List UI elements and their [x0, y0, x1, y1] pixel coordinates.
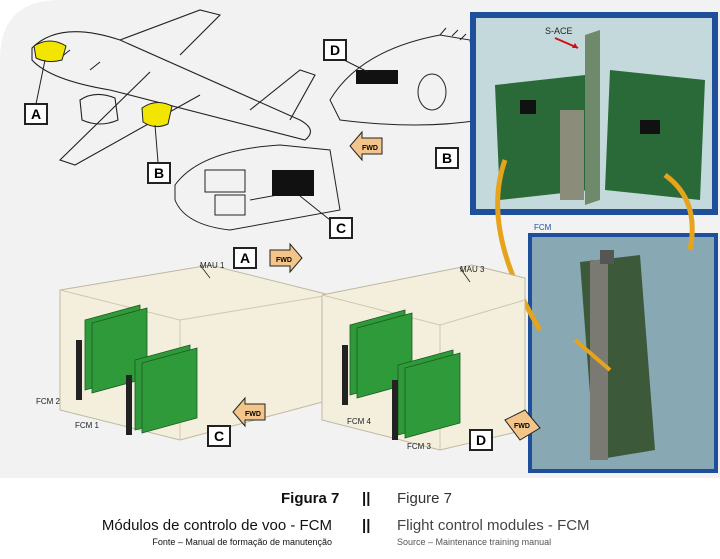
cockpit-highlight: [33, 40, 67, 63]
caption-source-pt: Fonte – Manual de formação de manutenção: [152, 537, 332, 547]
svg-text:C: C: [214, 428, 224, 444]
callout-b-mid: B: [435, 147, 459, 169]
figure-number-en: Figure 7: [397, 490, 453, 507]
callout-b-left: B: [147, 162, 171, 184]
svg-text:FCM 3: FCM 3: [407, 442, 432, 451]
callout-d-top: D: [323, 39, 347, 61]
svg-text:MAU 1: MAU 1: [200, 261, 225, 270]
svg-text:B: B: [442, 150, 452, 166]
caption-title-en: Flight control modules - FCM: [397, 517, 590, 534]
fcm-photo: FCM: [528, 223, 718, 473]
callout-a-mid: A: [233, 247, 257, 269]
caption-source-en: Source – Maintenance training manual: [397, 537, 552, 547]
svg-text:B: B: [154, 165, 164, 181]
svg-text:A: A: [31, 106, 41, 122]
svg-text:C: C: [336, 220, 346, 236]
svg-text:FCM: FCM: [534, 223, 552, 232]
callout-c-bottom: C: [207, 425, 231, 447]
callout-c-top: C: [329, 217, 353, 239]
svg-text:FCM 4: FCM 4: [347, 417, 372, 426]
mau1-rack: MAU 1 FCM 2 FCM 1: [36, 261, 331, 441]
svg-text:FWD: FWD: [276, 257, 292, 264]
svg-text:D: D: [330, 42, 340, 58]
svg-text:FCM 1: FCM 1: [75, 421, 100, 430]
svg-text:A: A: [240, 250, 250, 266]
figure-number-pt: Figura 7: [281, 490, 340, 507]
callout-a-top: A: [24, 103, 48, 125]
callout-d-bottom: D: [469, 429, 493, 451]
caption-separator: ||: [362, 517, 371, 534]
svg-text:FWD: FWD: [245, 411, 261, 418]
caption-separator: ||: [362, 490, 371, 507]
svg-text:FWD: FWD: [514, 423, 530, 430]
curved-arrow-left: [495, 159, 543, 332]
figure-illustration: A B C A FWD D FWD B: [0, 0, 720, 478]
aircraft-drawing: [31, 9, 316, 166]
fwd-arrow-4: FWD: [504, 409, 541, 441]
avionics-bay-highlight: [141, 102, 173, 128]
mau3-rack: MAU 3 FCM 4 FCM 3: [321, 264, 526, 451]
curved-arrow-right: [663, 172, 695, 251]
svg-text:D: D: [476, 432, 486, 448]
nose-fcm-unit: [356, 70, 398, 84]
svg-text:FWD: FWD: [362, 145, 378, 152]
svg-text:MAU 3: MAU 3: [460, 265, 485, 274]
sace-photo: S-ACE: [470, 12, 718, 215]
svg-text:FCM 2: FCM 2: [36, 397, 61, 406]
fwd-arrow-1: FWD: [269, 242, 303, 274]
fwd-arrow-3: FWD: [232, 396, 266, 428]
fwd-arrow-2: FWD: [349, 130, 383, 162]
svg-text:S-ACE: S-ACE: [545, 26, 573, 36]
fcm-bay-unit: [272, 170, 314, 196]
caption-title-pt: Módulos de controlo de voo - FCM: [101, 517, 332, 534]
